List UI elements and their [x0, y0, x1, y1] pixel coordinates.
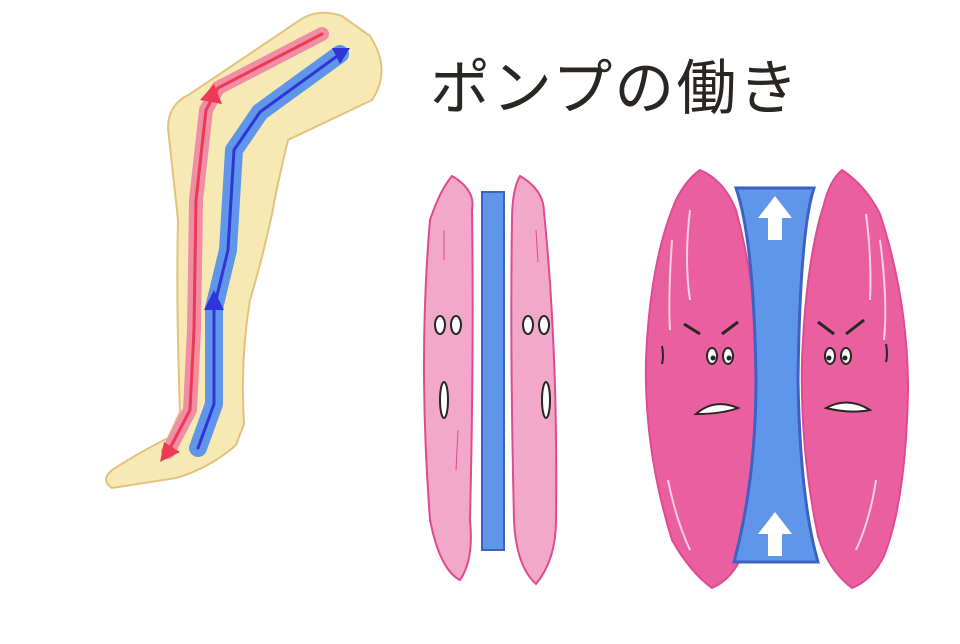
- contracted-state: [644, 168, 910, 590]
- vein-arrow-head-upper: [332, 48, 350, 64]
- leg-skin: [105, 11, 383, 490]
- vessel-arrow-up-top: [758, 196, 792, 240]
- muscle-contracted-right-face: [817, 318, 888, 413]
- leg-illustration: [105, 11, 383, 490]
- artery-arrow-head-upper: [200, 84, 222, 104]
- vessel-constricted: [732, 186, 820, 564]
- muscle-relaxed-left-face: [434, 315, 462, 419]
- artery-arrow-head-lower: [160, 442, 180, 462]
- relaxed-state: [423, 174, 558, 586]
- muscle-relaxed-left: [423, 174, 474, 582]
- page-title: ポンプの働き: [430, 54, 801, 124]
- muscle-contracted-right: [800, 168, 910, 590]
- vessel-relaxed: [481, 191, 505, 551]
- artery-outline: [166, 32, 324, 454]
- muscle-relaxed-right-face: [522, 315, 551, 419]
- muscle-contracted-left-face: [661, 320, 741, 416]
- vein-outline: [196, 52, 342, 450]
- muscle-relaxed-right: [510, 174, 558, 586]
- vessel-arrow-up-bottom: [758, 512, 792, 556]
- vein-arrow-head-lower: [204, 290, 224, 310]
